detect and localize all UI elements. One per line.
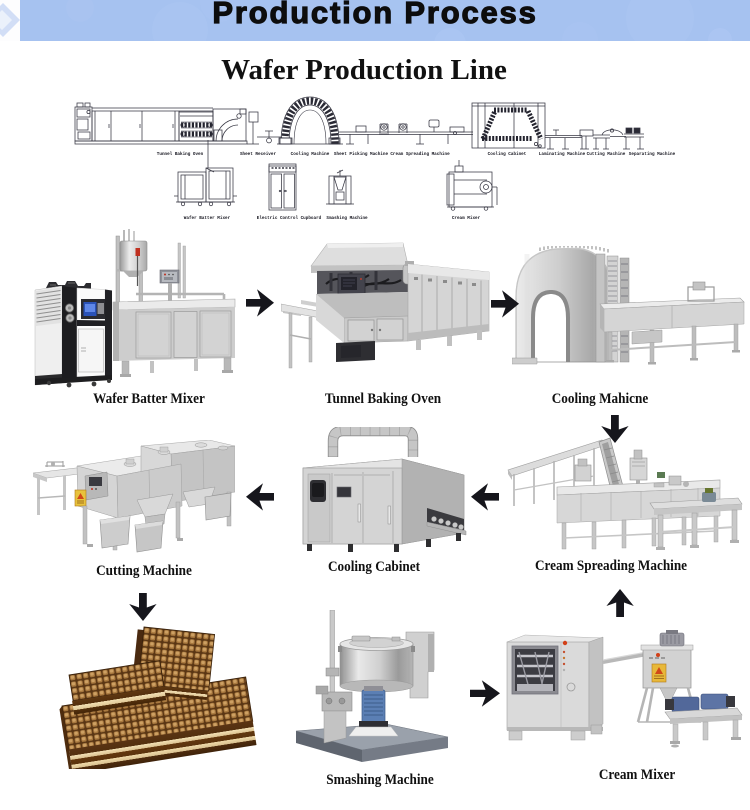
svg-text:Sheet Receiver: Sheet Receiver [240,152,277,157]
svg-text:Sheet Picking Machine: Sheet Picking Machine [334,152,389,157]
svg-text:Cooling Machine: Cooling Machine [291,152,330,157]
svg-text:Tunnel Baking Oven: Tunnel Baking Oven [157,152,204,157]
svg-text:Wafer Batter Mixer: Wafer Batter Mixer [184,216,231,221]
svg-text:Cream Spreading Machine: Cream Spreading Machine [390,152,450,157]
svg-text:Cooling Cabinet: Cooling Cabinet [488,152,527,157]
svg-text:Separating Machine: Separating Machine [629,152,676,157]
svg-text:Smashing Machine: Smashing Machine [326,216,368,221]
svg-text:Electric Control Cupboard: Electric Control Cupboard [257,216,322,221]
svg-text:Laminating Machine: Laminating Machine [539,152,586,157]
svg-text:Cream Mixer: Cream Mixer [452,216,481,221]
svg-text:Cutting Machine: Cutting Machine [587,152,626,157]
